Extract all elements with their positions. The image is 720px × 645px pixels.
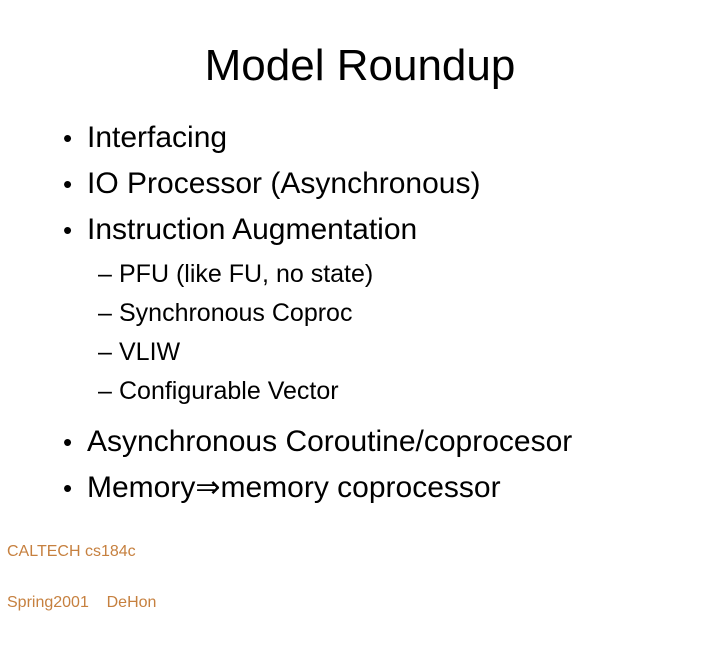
bullet-dot-icon: • bbox=[63, 427, 73, 457]
bullet-text: Memory⇒memory coprocessor bbox=[87, 471, 501, 504]
bullet-item: • Memory⇒memory coprocessor bbox=[63, 465, 713, 511]
bullet-text: IO Processor (Asynchronous) bbox=[87, 167, 481, 200]
bullet-item: • Asynchronous Coroutine/coprocesor bbox=[63, 419, 713, 465]
bullet-dot-icon: • bbox=[63, 169, 73, 199]
dash-icon: – bbox=[98, 260, 112, 288]
sub-bullet-text: PFU (like FU, no state) bbox=[119, 260, 374, 288]
bullet-item: • Instruction Augmentation bbox=[63, 207, 713, 253]
bullet-item: • IO Processor (Asynchronous) bbox=[63, 161, 713, 207]
footer-term-author-label: Spring2001 DeHon bbox=[7, 594, 157, 611]
bullet-dot-icon: • bbox=[63, 123, 73, 153]
sub-bullet-item: – Synchronous Coproc bbox=[63, 294, 713, 333]
sub-bullet-text: Synchronous Coproc bbox=[119, 299, 353, 327]
slide-title: Model Roundup bbox=[204, 41, 516, 90]
bullet-text: Asynchronous Coroutine/coprocesor bbox=[87, 425, 573, 458]
sub-bullet-text: Configurable Vector bbox=[119, 377, 339, 405]
bullet-dot-icon: • bbox=[63, 215, 73, 245]
bullet-item: • Interfacing bbox=[63, 115, 713, 161]
slide-footer: CALTECH cs184c Spring2001 DeHon bbox=[7, 509, 156, 645]
dash-icon: – bbox=[98, 338, 112, 366]
bullet-text: Instruction Augmentation bbox=[87, 213, 418, 246]
sub-bullet-item: – Configurable Vector bbox=[63, 372, 713, 411]
bullet-dot-icon: • bbox=[63, 473, 73, 503]
dash-icon: – bbox=[98, 377, 112, 405]
dash-icon: – bbox=[98, 299, 112, 327]
footer-course-label: CALTECH cs184c bbox=[7, 543, 136, 560]
sub-bullet-item: – VLIW bbox=[63, 333, 713, 372]
sub-bullet-item: – PFU (like FU, no state) bbox=[63, 255, 713, 294]
bullet-list: • Interfacing • IO Processor (Asynchrono… bbox=[63, 115, 713, 511]
slide-canvas: Model Roundup • Interfacing • IO Process… bbox=[7, 41, 713, 611]
bullet-text: Interfacing bbox=[87, 121, 228, 154]
sub-bullet-text: VLIW bbox=[119, 338, 181, 366]
